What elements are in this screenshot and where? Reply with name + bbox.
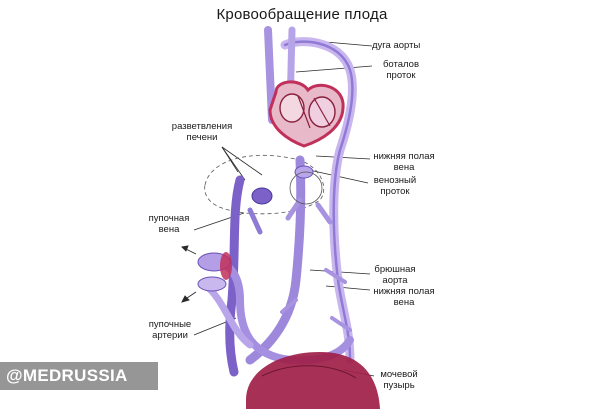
label-venous-duct-line1: венозный	[373, 175, 417, 186]
label-abdominal-aorta-line1: брюшная	[374, 264, 416, 275]
label-umbilical-vein-line2: вена	[158, 223, 180, 235]
label-ivc-bottom-line2: вена	[393, 296, 415, 308]
liver-junction	[251, 165, 323, 205]
label-abdominal-aorta: брюшная аорта	[370, 264, 420, 286]
umbilical-stumps	[197, 252, 232, 292]
label-abdominal-aorta-line2: аорта	[382, 274, 408, 286]
label-aortic-arch-text: дуга аорты	[372, 40, 421, 51]
label-liver-branches-line1: разветвления	[171, 121, 233, 132]
label-ivc-top: нижняя полая вена	[367, 151, 441, 173]
label-ivc-top-line2: вена	[393, 161, 415, 173]
diagram-title: Кровообращение плода	[216, 6, 388, 23]
label-ductus-arteriosus: боталов проток	[372, 59, 430, 81]
label-umbilical-arteries-line2: артерии	[152, 329, 188, 341]
label-bladder-line1: мочевой	[380, 369, 418, 380]
label-umbilical-vein-line1: пупочная	[148, 213, 190, 224]
bladder	[246, 352, 380, 409]
arrows	[181, 245, 197, 303]
label-ivc-bottom: нижняя полая вена	[367, 286, 441, 308]
label-venous-duct-line2: проток	[380, 185, 410, 197]
label-bladder-line2: пузырь	[383, 379, 415, 391]
label-ivc-bottom-line1: нижняя полая	[373, 286, 435, 297]
label-umbilical-vein: пупочная вена	[143, 213, 195, 235]
label-liver-branches: разветвления печени	[166, 121, 238, 143]
vessels	[201, 26, 357, 377]
label-ductus-arteriosus-line1: боталов	[382, 59, 420, 70]
label-ivc-top-line1: нижняя полая	[373, 151, 435, 162]
label-aortic-arch: дуга аорты	[372, 40, 421, 52]
heart	[268, 80, 345, 148]
label-ductus-arteriosus-line2: проток	[386, 69, 416, 81]
label-umbilical-arteries-line1: пупочные	[148, 319, 192, 330]
label-venous-duct: венозный проток	[368, 175, 422, 197]
label-liver-branches-line2: печени	[186, 131, 218, 143]
label-bladder: мочевой пузырь	[374, 369, 424, 391]
liver-outline	[204, 155, 325, 215]
watermark: @MEDRUSSIA	[0, 362, 158, 390]
label-umbilical-arteries: пупочные артерии	[144, 319, 196, 341]
